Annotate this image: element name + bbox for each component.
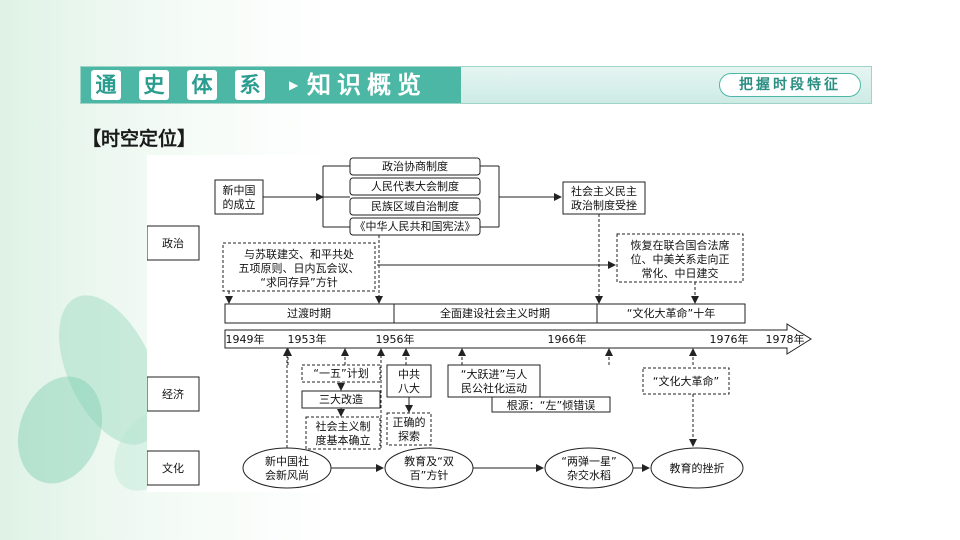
leap-text-1: “大跃进”与人 — [461, 367, 527, 381]
banner-title-block: 通 史 体 系 ▶ 知识概览 — [81, 67, 461, 103]
establish-text-1: 社会主义制 — [316, 419, 371, 433]
system-box-3 — [349, 197, 481, 216]
establish-text-2: 度基本确立 — [316, 433, 371, 447]
bomb-ellipse — [544, 447, 634, 489]
establish-box — [305, 416, 381, 450]
founding-text-1: 新中国 — [223, 183, 256, 197]
row-label-politics: 政治 — [162, 236, 184, 250]
year-1976: 1976年 — [710, 332, 749, 346]
system-1: 政治协商制度 — [382, 159, 448, 173]
banner-char-3: 体 — [187, 70, 217, 100]
setback-text-1: 社会主义民主 — [571, 184, 637, 198]
root-text: 根源：“左”倾错误 — [507, 398, 595, 412]
culrev-text: “文化大革命” — [653, 374, 719, 388]
row-box-culture — [147, 450, 200, 486]
founding-text-2: 的成立 — [223, 197, 256, 211]
new-custom-ellipse — [242, 447, 332, 489]
leap-text-2: 民公社化运动 — [461, 381, 527, 395]
period-transition: 过渡时期 — [287, 306, 331, 320]
system-2: 人民代表大会制度 — [371, 179, 459, 193]
restore-text-2: 位、中美关系走向正 — [631, 252, 730, 266]
foreign-text-1: 与苏联建交、和平共处 — [244, 247, 354, 261]
year-1949: 1949年 — [226, 332, 265, 346]
banner-char-4: 系 — [235, 70, 265, 100]
new-custom-text-2: 会新风尚 — [265, 468, 309, 482]
edu-setback-text: 教育的挫折 — [670, 461, 725, 475]
restore-text-3: 常化、中日建交 — [642, 266, 719, 280]
year-1966: 1966年 — [548, 332, 587, 346]
row-box-politics — [147, 225, 200, 261]
eighth-text-1: 中共 — [398, 368, 420, 381]
banner-subtitle: 知识概览 — [307, 71, 427, 99]
row-box-economy — [147, 376, 200, 412]
bomb-text-2: 杂交水稻 — [567, 468, 611, 482]
restore-box — [616, 233, 744, 283]
setback-text-2: 政治制度受挫 — [571, 198, 637, 212]
plan-text: “一五”计划 — [313, 367, 368, 380]
correct-box — [386, 412, 432, 446]
banner-tag: 把握时段特征 — [719, 73, 861, 97]
root-box — [491, 396, 611, 413]
foreign-box — [222, 242, 376, 292]
edu-text-1: 教育及“双 — [404, 454, 454, 468]
year-1953: 1953年 — [288, 332, 327, 346]
triangle-right-icon: ▶ — [289, 78, 299, 92]
system-box-2 — [349, 177, 481, 196]
edu-text-2: 百”方针 — [410, 468, 449, 482]
row-label-culture: 文化 — [162, 461, 184, 475]
period-bar — [224, 303, 746, 324]
reform-text: 三大改造 — [319, 392, 363, 406]
system-3: 民族区域自治制度 — [371, 199, 459, 213]
setback-box — [562, 181, 646, 215]
year-1978: 1978年 — [766, 332, 805, 346]
culrev-box — [642, 367, 730, 395]
period-cultural-revolution: “文化大革命”十年 — [627, 306, 715, 320]
system-4: 《中华人民共和国宪法》 — [355, 219, 476, 233]
edu-ellipse — [384, 447, 474, 489]
title-banner: 通 史 体 系 ▶ 知识概览 把握时段特征 — [80, 66, 872, 104]
bomb-text-1: “两弹一星” — [561, 454, 616, 468]
year-1956: 1956年 — [376, 332, 415, 346]
row-label-economy: 经济 — [162, 387, 184, 401]
eighth-text-2: 八大 — [398, 381, 420, 395]
edu-setback-ellipse — [650, 447, 744, 489]
foreign-text-2: 五项原则、日内瓦会议、 — [239, 261, 360, 275]
new-custom-text-1: 新中国社 — [265, 454, 309, 468]
restore-text-1: 恢复在联合国合法席 — [631, 238, 730, 252]
correct-text-2: 探索 — [398, 429, 420, 443]
banner-char-2: 史 — [139, 70, 169, 100]
banner-char-1: 通 — [91, 70, 121, 100]
foreign-text-3: “求同存异”方针 — [260, 275, 337, 289]
period-construction: 全面建设社会主义时期 — [440, 306, 550, 320]
timeline-arrow — [224, 323, 812, 355]
section-title: 【时空定位】 — [82, 128, 197, 150]
timeline-diagram: 政治 经济 文化 新中国 的成立 政治协商制度 人民代表大会制度 民族区域自治制… — [147, 155, 815, 492]
correct-text-1: 正确的 — [393, 415, 426, 429]
plan-box — [301, 364, 381, 383]
